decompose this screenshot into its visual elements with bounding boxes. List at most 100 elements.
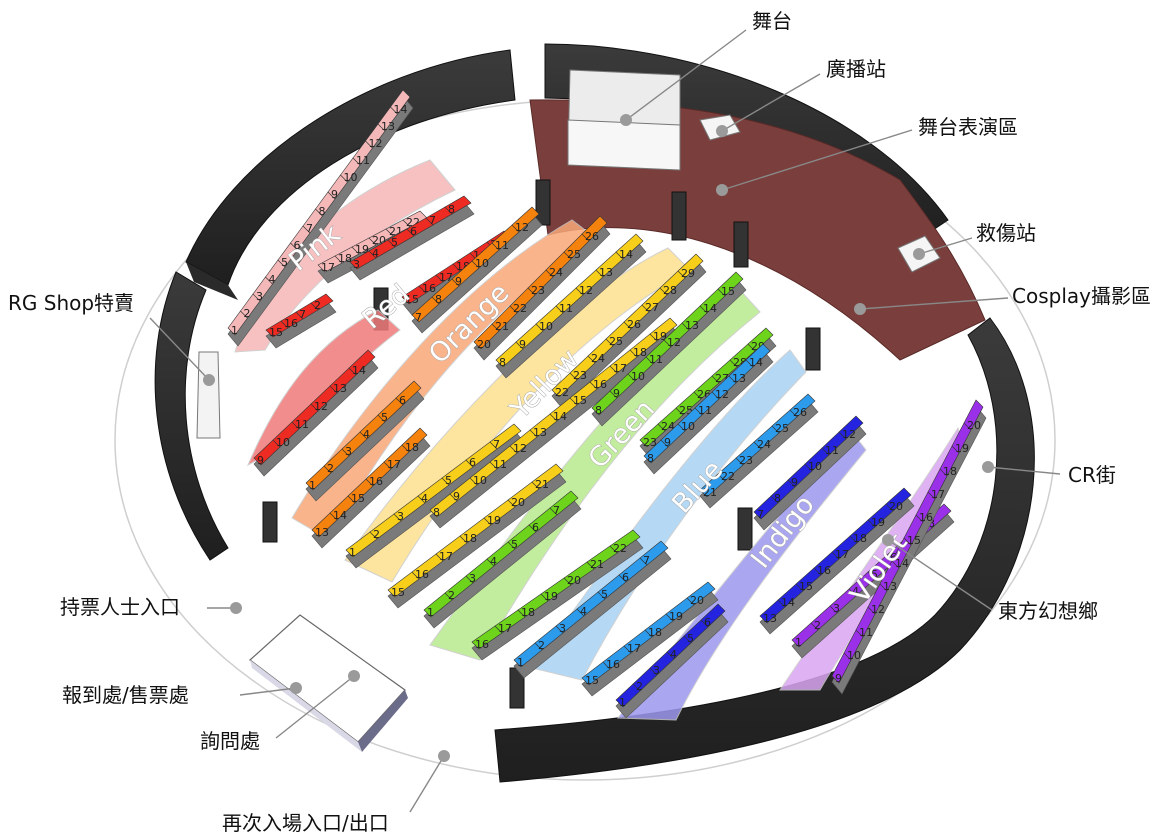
seat-block: 16 (411, 553, 444, 581)
seat-number: 12 (842, 428, 856, 441)
seat-number: 15 (907, 534, 921, 547)
seat-number: 8 (319, 205, 326, 218)
seat-number: 2 (327, 462, 334, 475)
seat-block: 12 (838, 415, 864, 441)
seat-block: 12 (575, 269, 604, 297)
seat-number: 13 (763, 612, 777, 625)
seat-number: 3 (345, 445, 352, 458)
seat-number: 5 (511, 538, 518, 551)
seat-number: 17 (321, 261, 335, 274)
seat-block: 17 (623, 629, 653, 655)
seat-block: 20 (885, 487, 912, 513)
seat-number: 27 (645, 301, 659, 314)
seat-number: 3 (469, 572, 476, 585)
seat-number: 6 (294, 239, 301, 252)
label-broadcast: 廣播站 (826, 57, 886, 81)
seat-number: 14 (703, 302, 717, 315)
rows-layer: 1234567891011121314171819202122345678151… (227, 89, 987, 719)
seat-block: 10 (627, 356, 654, 383)
seat-block: 12 (867, 583, 888, 616)
seat-number: 10 (344, 171, 358, 184)
seat-block: 14 (390, 89, 411, 116)
seat-number: 3 (397, 510, 404, 523)
seat-number: 20 (567, 574, 581, 587)
seat-number: 1 (619, 696, 626, 709)
callout-registration: 報到處/售票處 (62, 682, 302, 707)
seat-number: 2 (538, 639, 545, 652)
seat-number: 23 (573, 369, 587, 382)
seat-number: 26 (585, 230, 599, 243)
seat-number: 14 (895, 557, 909, 570)
seat-number: 18 (338, 252, 352, 265)
seat-block: 29 (677, 253, 704, 280)
seat-number: 18 (463, 532, 477, 545)
seat-number: 13 (381, 120, 395, 133)
seat-number: 15 (269, 326, 283, 339)
seat-number: 8 (433, 506, 440, 519)
seat-number: 17 (835, 548, 849, 561)
seat-number: 23 (531, 284, 545, 297)
seat-block: 25 (771, 409, 798, 435)
seat-number: 13 (883, 580, 897, 593)
seat-block: 17 (435, 535, 468, 563)
seat-number: 10 (276, 436, 290, 449)
seat-number: 5 (687, 632, 694, 645)
seat-number: 24 (549, 266, 563, 279)
seat-block: 15 (903, 514, 924, 547)
label-registration: 報到處/售票處 (62, 683, 189, 707)
seat-number: 7 (643, 554, 650, 567)
seat-number: 10 (473, 474, 487, 487)
rg-shop-counter (196, 351, 221, 439)
seat-number: 9 (455, 275, 462, 288)
seat-number: 2 (636, 680, 643, 693)
seat-number: 7 (306, 222, 313, 235)
seat-number: 11 (698, 404, 712, 417)
seat-block: 20 (686, 581, 716, 607)
seat-number: 26 (793, 406, 807, 419)
seat-number: 22 (555, 386, 569, 399)
seat-block: 16 (471, 625, 503, 651)
seat-block: 14 (348, 349, 376, 377)
seat-number: 2 (814, 619, 821, 632)
seat-number: 11 (559, 302, 573, 315)
seat-block: 26 (623, 304, 650, 331)
seat-number: 28 (663, 284, 677, 297)
registration-desk (249, 614, 408, 752)
seat-number: 12 (579, 284, 593, 297)
seat-number: 1 (795, 636, 802, 649)
seat-block: 10 (535, 305, 564, 333)
seat-block: 22 (509, 287, 536, 315)
seat-number: 25 (567, 248, 581, 261)
seat-block: 16 (365, 461, 392, 488)
seat-block: 19 (540, 577, 572, 603)
seat-block: 14 (745, 343, 771, 369)
seat-number: 4 (852, 585, 859, 598)
seat-number: 1 (231, 324, 238, 337)
seat-number: 5 (601, 588, 608, 601)
seat-number: 5 (871, 568, 878, 581)
callout-performance: 舞台表演區 (716, 115, 1018, 196)
seat-number: 7 (757, 508, 764, 521)
seat-block: 11 (489, 445, 518, 471)
seat-block: 24 (545, 251, 572, 279)
seat-block: 27 (641, 287, 668, 314)
seat-number: 2 (314, 299, 321, 312)
seat-number: 18 (853, 532, 867, 545)
seat-number: 19 (955, 442, 969, 455)
seat-block: 6 (395, 380, 422, 407)
seat-number: 14 (749, 356, 763, 369)
seat-block: 28 (659, 270, 686, 297)
seat-number: 4 (580, 605, 587, 618)
seat-number: 19 (871, 516, 885, 529)
seat-number: 16 (415, 568, 429, 581)
